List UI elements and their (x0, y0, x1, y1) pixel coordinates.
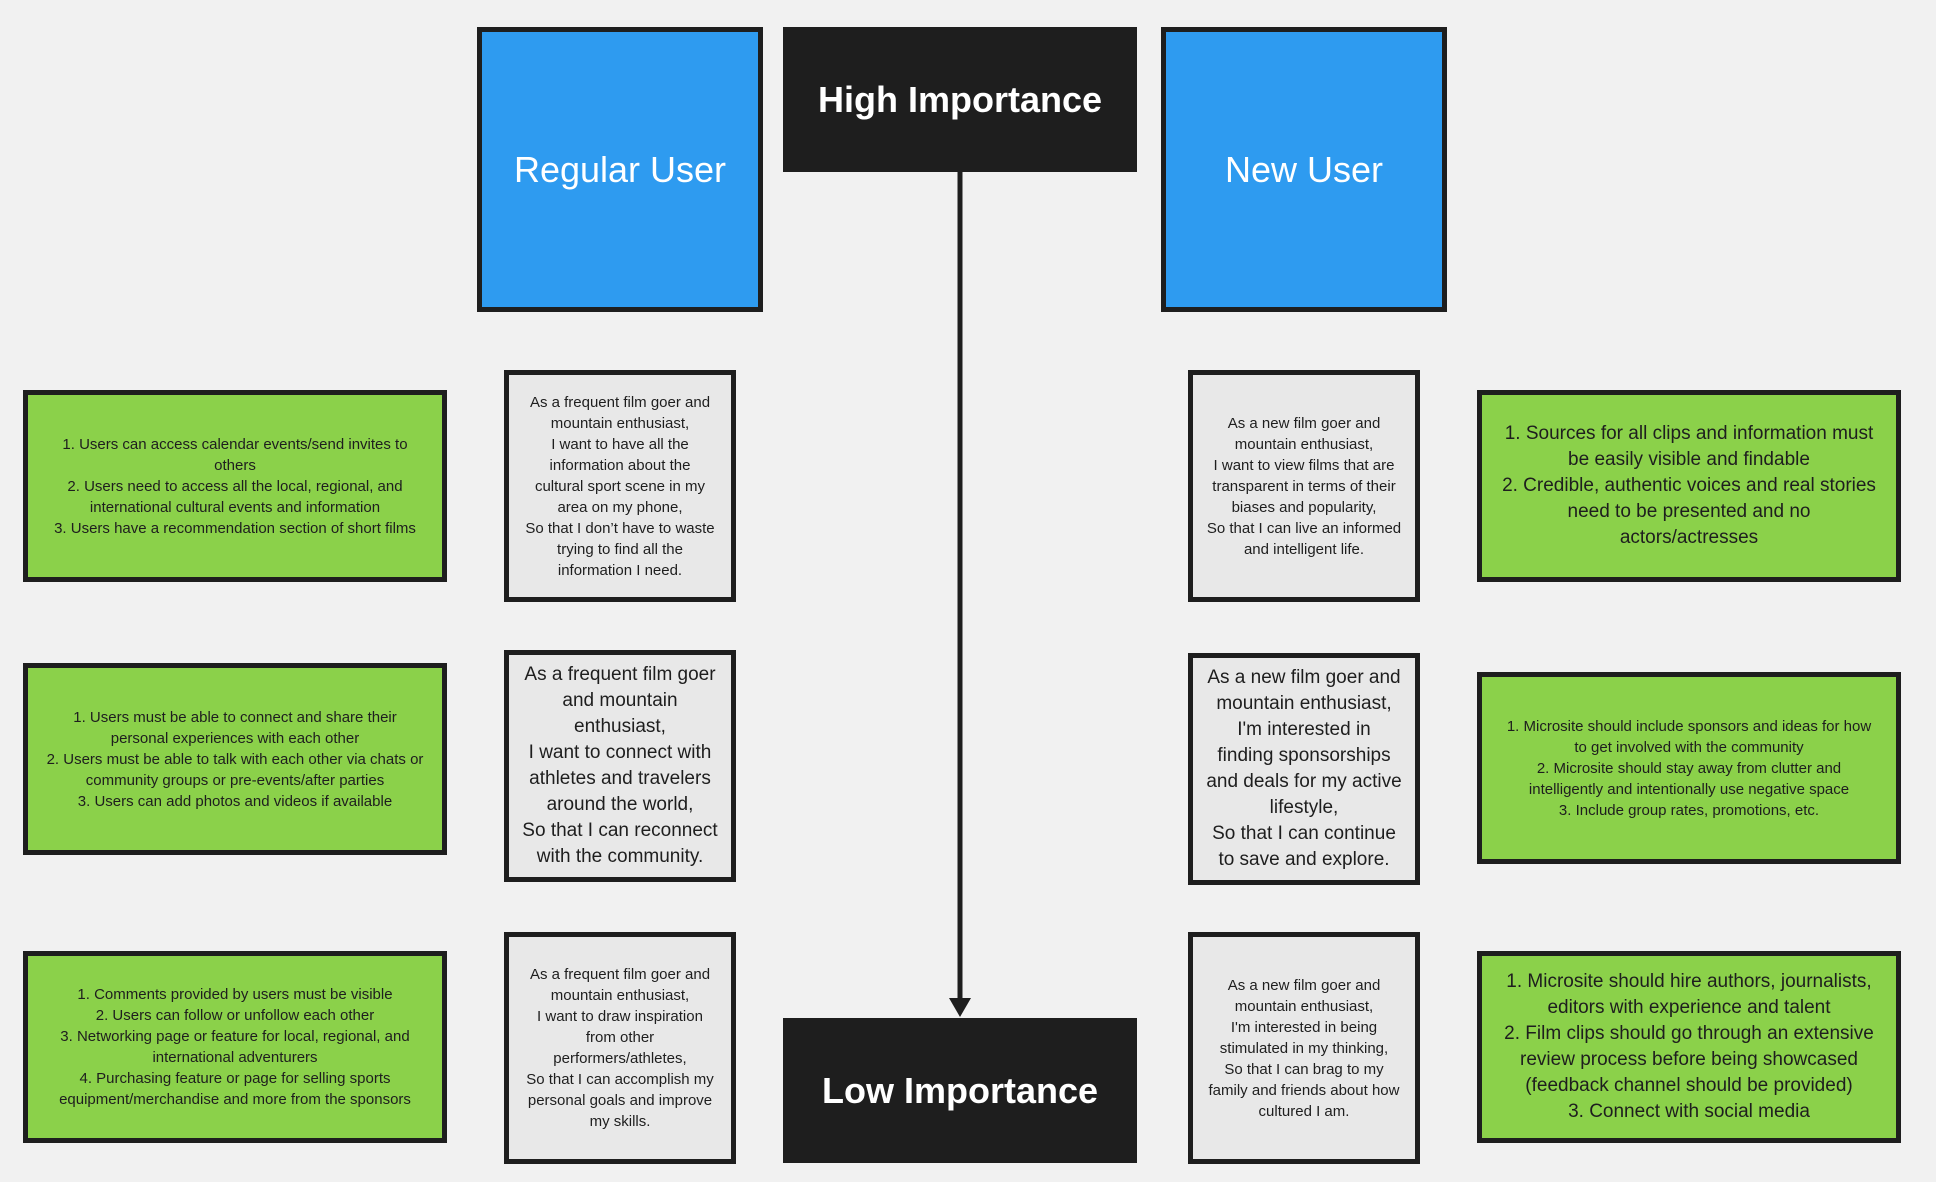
regular-user-requirements-1: 1. Users can access calendar events/send… (23, 390, 447, 582)
new-user-requirements-2: 1. Microsite should include sponsors and… (1477, 672, 1901, 864)
new-user-story-3: As a new film goer and mountain enthusia… (1188, 932, 1420, 1164)
low-importance-label: Low Importance (783, 1018, 1137, 1163)
high-importance-label: High Importance (783, 27, 1137, 172)
regular-user-story-3: As a frequent film goer and mountain ent… (504, 932, 736, 1164)
persona-new-user: New User (1161, 27, 1447, 312)
persona-regular-user: Regular User (477, 27, 763, 312)
arrow-head (949, 998, 971, 1017)
new-user-requirements-3: 1. Microsite should hire authors, journa… (1477, 951, 1901, 1143)
new-user-requirements-1: 1. Sources for all clips and information… (1477, 390, 1901, 582)
new-user-story-1: As a new film goer and mountain enthusia… (1188, 370, 1420, 602)
regular-user-requirements-3: 1. Comments provided by users must be vi… (23, 951, 447, 1143)
regular-user-requirements-2: 1. Users must be able to connect and sha… (23, 663, 447, 855)
regular-user-story-1: As a frequent film goer and mountain ent… (504, 370, 736, 602)
new-user-story-2: As a new film goer and mountain enthusia… (1188, 653, 1420, 885)
regular-user-story-2: As a frequent film goer and mountain ent… (504, 650, 736, 882)
